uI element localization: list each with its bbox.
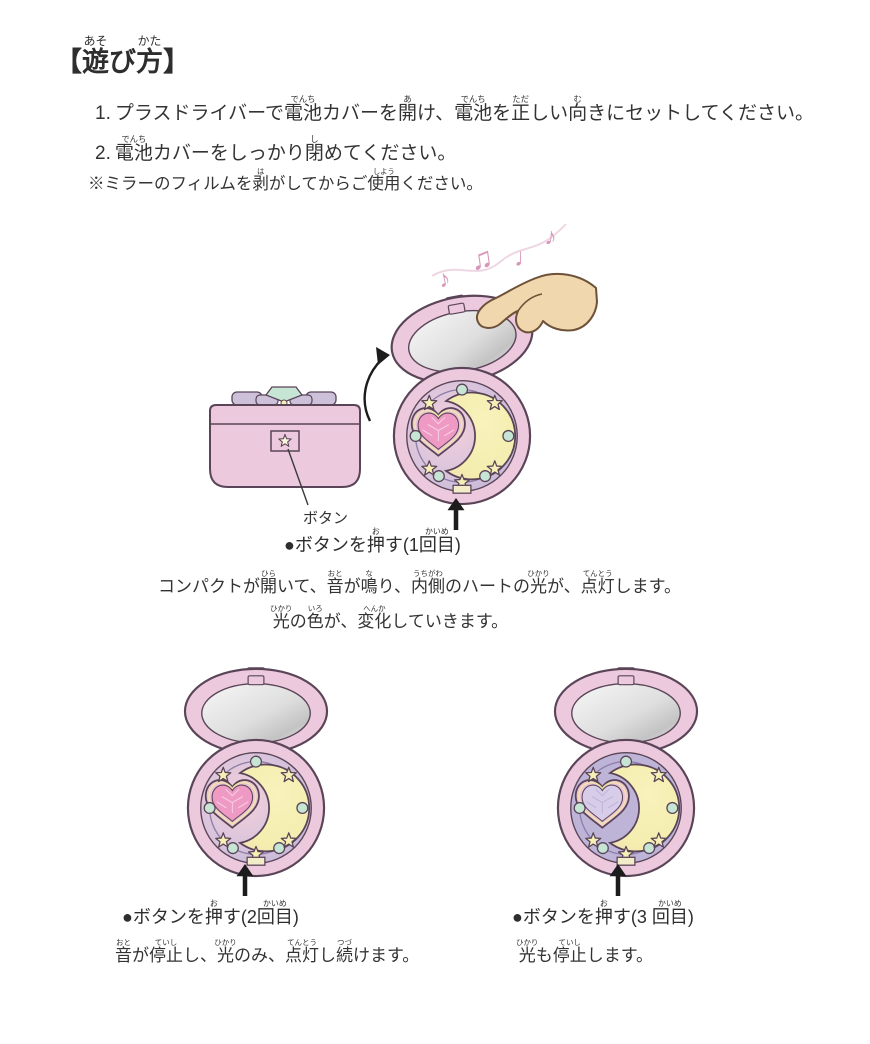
step-1-number: 1. xyxy=(95,103,111,124)
open-compact-lit-illustration xyxy=(172,660,340,879)
press-2-description: 音おとが停止ていしし、光ひかりのみ、点灯てんとうし続つづけます。 xyxy=(115,938,420,965)
press-2-caption: ●ボタンを押おす(2回目かいめ) xyxy=(122,899,299,927)
press-3-caption: ●ボタンを押おす(3 回目かいめ) xyxy=(512,899,694,927)
step-2-number: 2. xyxy=(95,143,111,164)
svg-text:♩: ♩ xyxy=(514,242,540,272)
svg-text:♪: ♪ xyxy=(436,265,453,294)
step-2-text: 電池でんちカバーをしっかり閉しめてください。 xyxy=(114,134,457,164)
svg-text:♫: ♫ xyxy=(468,241,495,277)
press-3-description: 光ひかりも停止ていしします。 xyxy=(516,938,654,965)
step-1: 1.プラスドライバーで電池でんちカバーを開あけ、電池でんちを正ただしい向むきにセ… xyxy=(95,94,814,125)
up-arrow-icon xyxy=(233,864,257,896)
svg-text:♪: ♪ xyxy=(543,223,558,251)
page-title: 【遊あそび方かた】 xyxy=(55,34,190,77)
press-1-caption: ●ボタンを押おす(1回目かいめ) xyxy=(284,527,461,555)
closed-compact-illustration xyxy=(198,383,373,508)
step-2: 2.電池でんちカバーをしっかり閉しめてください。 xyxy=(95,134,456,165)
step-1-text: プラスドライバーで電池でんちカバーを開あけ、電池でんちを正ただしい向むきにセット… xyxy=(114,94,815,124)
film-note: ※ミラーのフィルムを剥はがしてからご使用しようください。 xyxy=(88,167,483,193)
open-compact-main-illustration xyxy=(378,288,546,507)
up-arrow-icon xyxy=(606,864,630,896)
open-compact-unlit-illustration xyxy=(542,660,710,879)
lid-open-arrow-icon xyxy=(358,345,400,425)
press-1-description-1: コンパクトが開ひらいて、音おとが鳴なり、内側うちがわのハートの光ひかりが、点灯て… xyxy=(158,569,681,596)
button-label: ボタン xyxy=(303,510,349,527)
press-1-description-2: 光ひかりの色いろが、変化へんかしていきます。 xyxy=(270,604,509,631)
up-arrow-icon xyxy=(444,498,468,530)
hand-icon xyxy=(468,258,598,353)
music-notes-icon: ♪ ♫ ♩ ♪ xyxy=(428,198,578,294)
